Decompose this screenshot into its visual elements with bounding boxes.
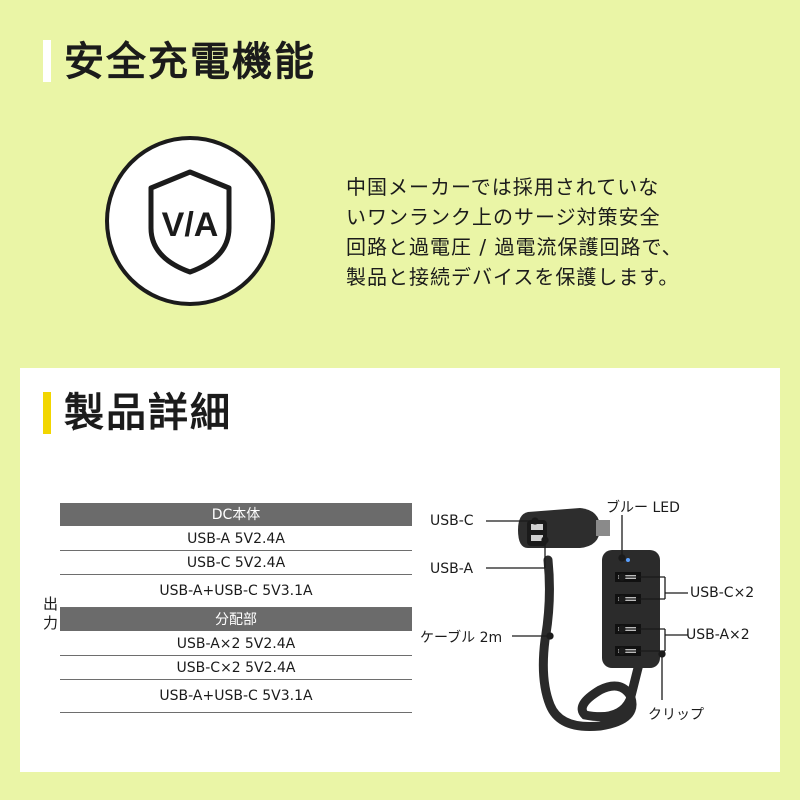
description-line: 回路と過電圧 / 過電流保護回路で、 (346, 235, 683, 259)
section-title-safety: 安全充電機能 (64, 39, 316, 85)
distributor-box (602, 550, 660, 668)
section-accent-bar (43, 40, 51, 82)
table-header-dc-body: DC本体 (60, 503, 412, 527)
charger-head (518, 508, 610, 548)
feature-description: 中国メーカーでは採用されていな いワンランク上のサージ対策安全 回路と過電圧 /… (346, 172, 696, 292)
section-accent-bar (43, 392, 51, 434)
description-line: いワンランク上のサージ対策安全 (346, 205, 661, 229)
table-row: USB-A+USB-C 5V3.1A (60, 575, 412, 608)
description-line: 中国メーカーでは採用されていな (346, 175, 660, 199)
row-label-text: 出力 (41, 596, 59, 634)
section-title-details: 製品詳細 (64, 390, 232, 436)
badge-text: V/A (162, 206, 219, 244)
table-header-distributor: 分配部 (60, 608, 412, 632)
callout-usb-c: USB-C (430, 513, 474, 529)
callout-clip: クリップ (648, 707, 704, 723)
table-row: USB-C×2 5V2.4A (60, 656, 412, 680)
callout-usb-a-x2: USB-A×2 (686, 627, 750, 643)
callout-usb-a: USB-A (430, 561, 474, 577)
shield-icon: V/A (148, 169, 232, 275)
table-row: USB-A 5V2.4A (60, 527, 412, 551)
callout-cable: ケーブル 2m (420, 630, 503, 646)
table-row: USB-A+USB-C 5V3.1A (60, 680, 412, 713)
table-row: USB-A×2 5V2.4A (60, 632, 412, 656)
callout-blue-led: ブルー LED (606, 500, 680, 516)
description-line: 製品と接続デバイスを保護します。 (346, 265, 680, 289)
output-row-label: 出力 (36, 503, 60, 716)
callout-usb-c-x2: USB-C×2 (690, 585, 755, 601)
table-row: USB-C 5V2.4A (60, 551, 412, 575)
shield-badge: V/A (105, 136, 275, 306)
